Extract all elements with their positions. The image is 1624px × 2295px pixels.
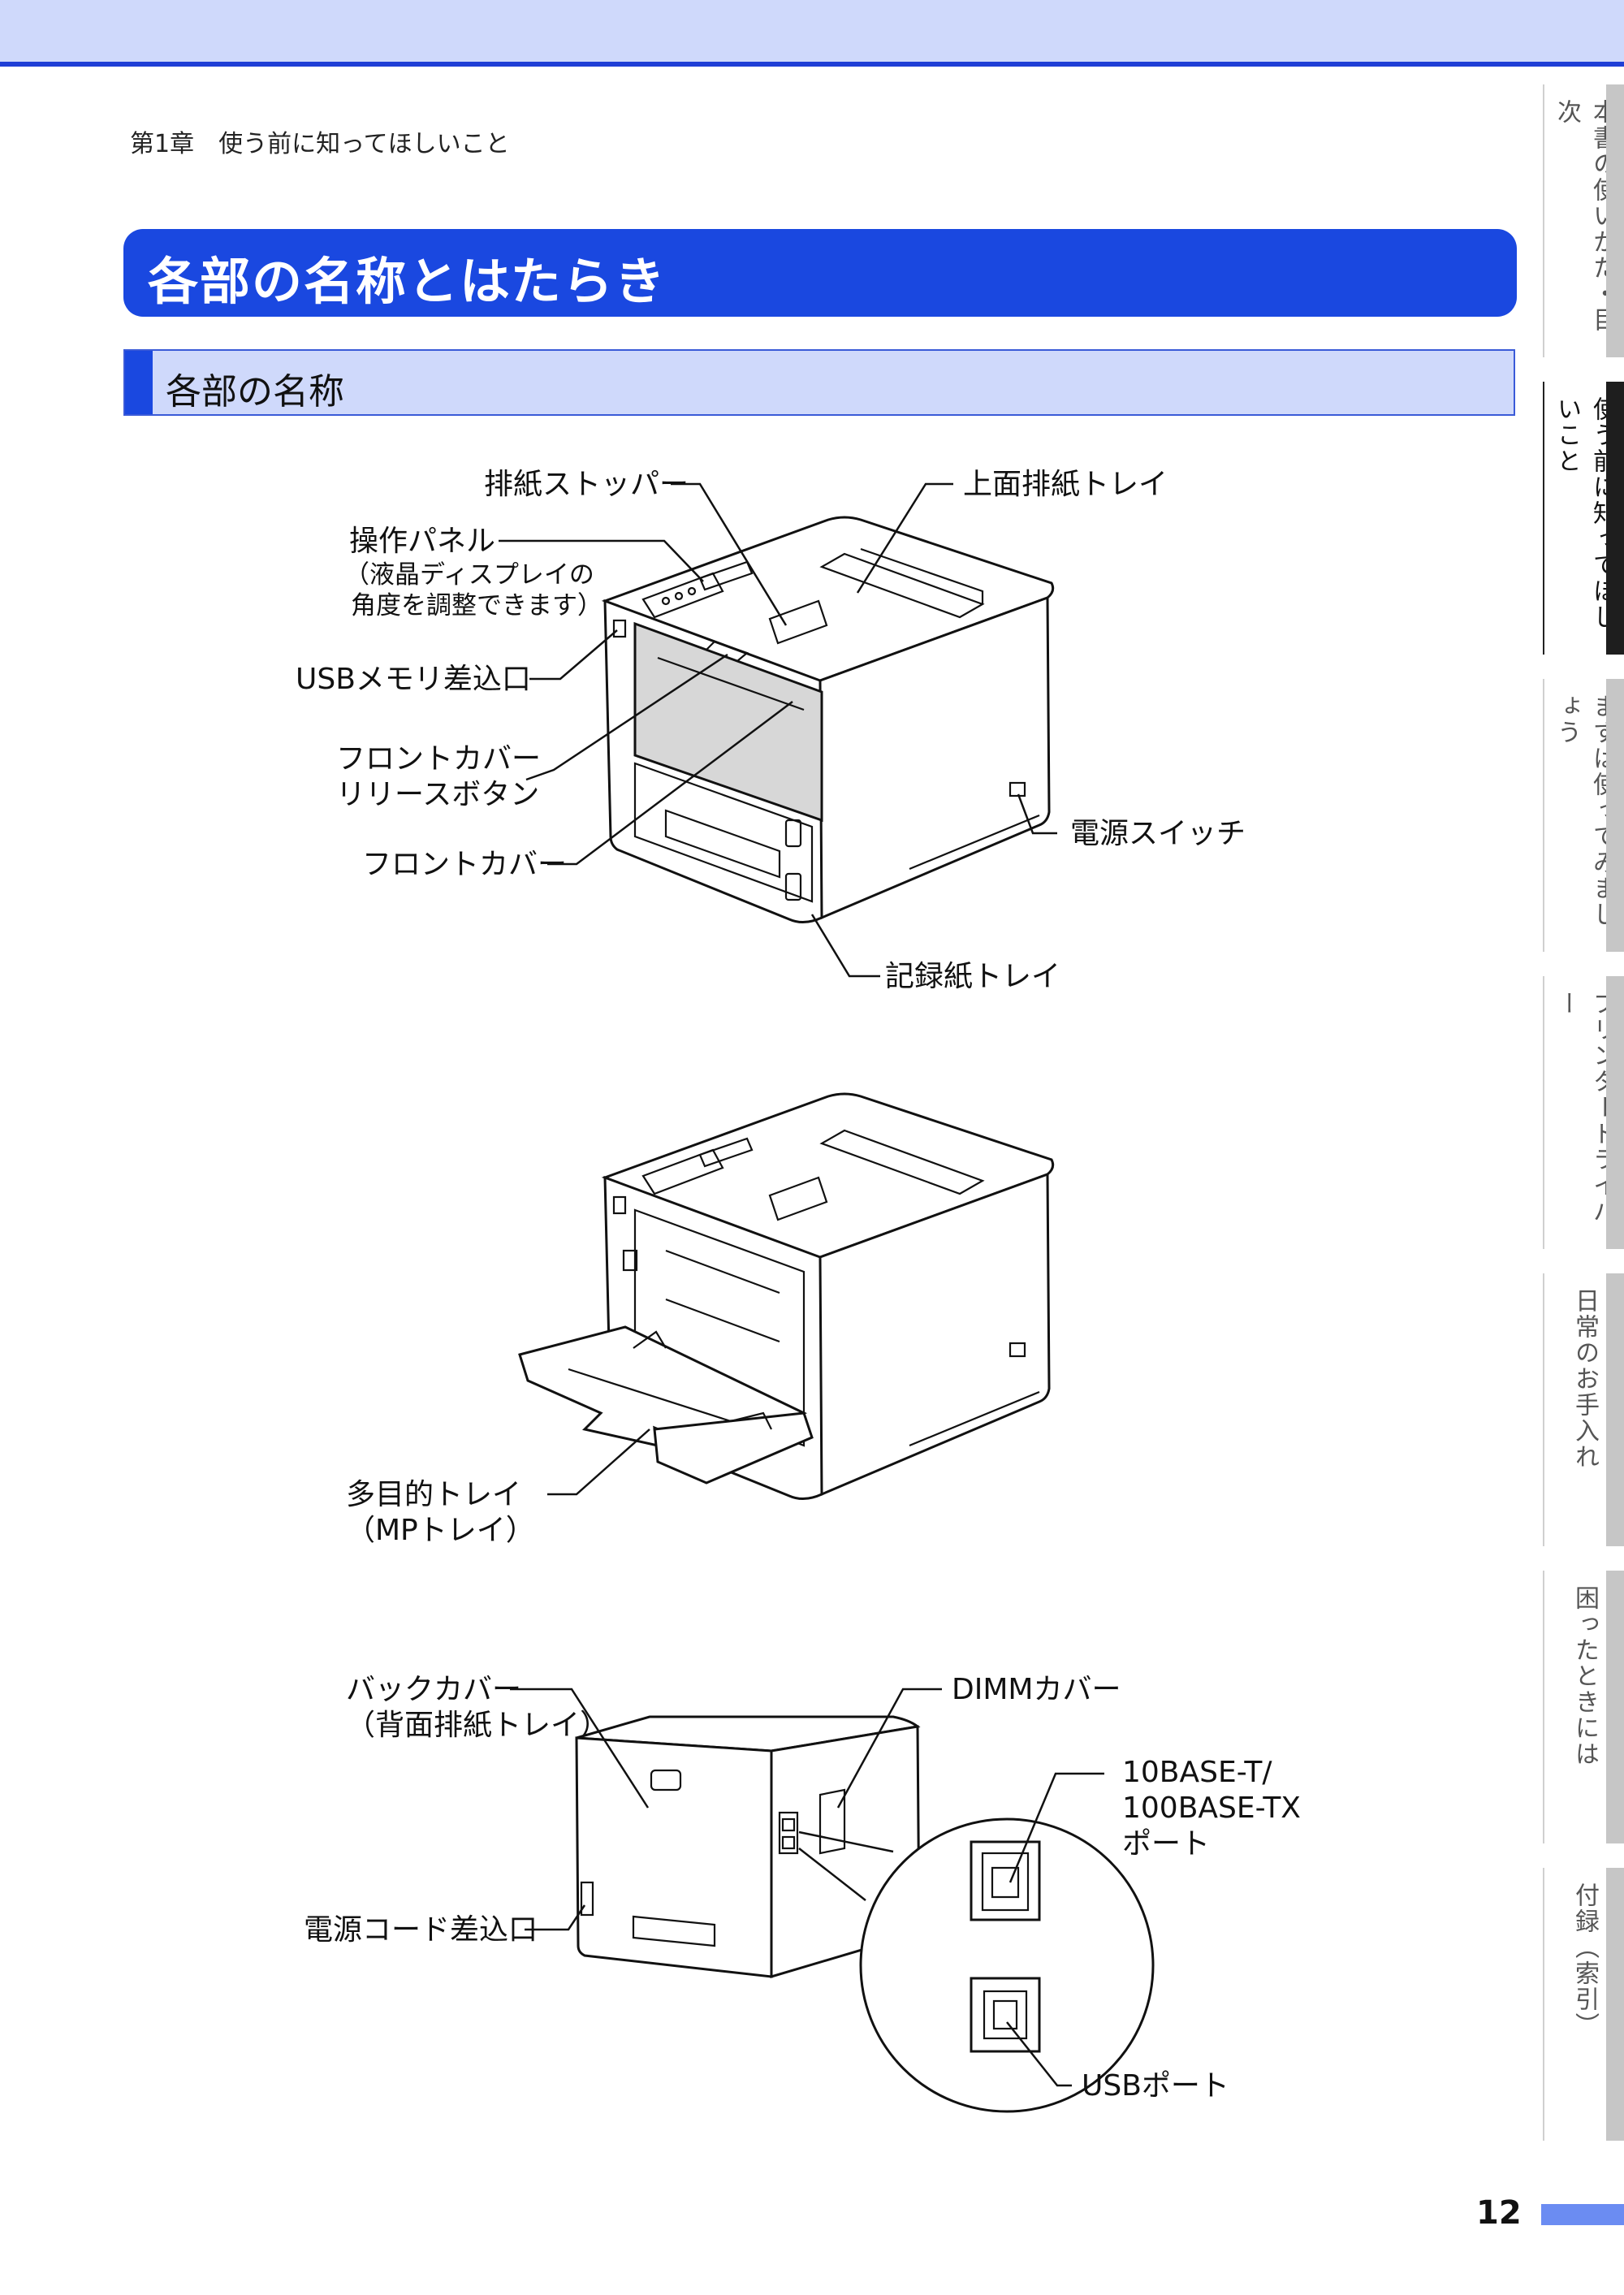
label-top-output-tray: 上面排紙トレイ: [963, 468, 1168, 501]
label-back-cover-1: バックカバー: [346, 1673, 521, 1706]
tab-grip: [1606, 1571, 1624, 1843]
tab-grip: [1606, 1868, 1624, 2141]
label-mp-tray-1: 多目的トレイ: [346, 1478, 521, 1511]
label-front-cover: フロントカバー: [362, 848, 567, 881]
section-heading-bar: [125, 351, 153, 414]
tab-grip: [1606, 976, 1624, 1249]
printer-mp-tray-view: [518, 1092, 1055, 1500]
label-usb-port: USBポート: [1082, 2069, 1229, 2103]
printer-front-view: [601, 516, 1055, 923]
label-control-panel-note2: 角度を調整できます）: [351, 591, 603, 620]
section-heading-label: 各部の名称: [166, 371, 344, 413]
label-lan-port-1: 10BASE-T/: [1122, 1756, 1272, 1789]
section-heading: 各部の名称: [123, 349, 1515, 416]
label-power-cord-socket: 電源コード差込口: [304, 1913, 538, 1947]
breadcrumb: 第1章 使う前に知ってほしいこと: [130, 130, 510, 158]
port-zoom-callout: [859, 1817, 1155, 2113]
tab-label: 日常のお手入れ: [1570, 1288, 1599, 1470]
figure3-labels: バックカバー （背面排紙トレイ） DIMMカバー 10BASE-T/ 100BA…: [304, 1673, 1301, 2103]
figure1-labels: 排紙ストッパー 上面排紙トレイ 操作パネル （液晶ディスプレイの 角度を調整でき…: [296, 468, 1246, 993]
tab-label: 困ったときには: [1570, 1585, 1599, 1767]
leader-mp-tray: [547, 1428, 650, 1496]
label-control-panel-note1: （液晶ディスプレイの: [344, 560, 594, 590]
page-title-banner: 各部の名称とはたらき: [123, 229, 1517, 317]
tab-grip: [1606, 679, 1624, 952]
label-paper-stopper: 排紙ストッパー: [484, 468, 689, 501]
page-number: 12: [1476, 2194, 1522, 2232]
figure3-leaders: [510, 1688, 1104, 2087]
page-number-bar: [1541, 2204, 1624, 2225]
tab-grip: [1606, 84, 1624, 357]
tab-getting-started[interactable]: まずは使ってみましょう: [1543, 679, 1624, 952]
tab-printer-driver[interactable]: プリンタードライバー: [1543, 976, 1624, 1249]
page-title: 各部の名称とはたらき: [148, 252, 667, 311]
tab-how-to-use[interactable]: 本書の使いかた・目次: [1543, 84, 1624, 357]
label-lan-port-2: 100BASE-TX: [1122, 1791, 1301, 1825]
label-front-cover-release-1: フロントカバー: [336, 742, 541, 776]
tab-before-use[interactable]: 使う前に知ってほしいこと: [1543, 382, 1624, 655]
printer-diagrams: 排紙ストッパー 上面排紙トレイ 操作パネル （液晶ディスプレイの 角度を調整でき…: [296, 468, 1301, 2113]
figure1-leaders: [499, 482, 1057, 978]
label-back-cover-2: （背面排紙トレイ）: [346, 1709, 609, 1742]
top-rule: [0, 62, 1624, 67]
label-usb-memory-slot: USBメモリ差込口: [296, 663, 531, 696]
tab-grip: [1606, 382, 1624, 655]
label-mp-tray-2: （MPトレイ）: [346, 1514, 535, 1547]
tab-maintenance[interactable]: 日常のお手入れ: [1543, 1273, 1624, 1546]
label-front-cover-release-2: リリースボタン: [336, 778, 539, 811]
label-lan-port-3: ポート: [1122, 1827, 1210, 1861]
tab-appendix[interactable]: 付録（索引）: [1543, 1868, 1624, 2141]
label-power-switch: 電源スイッチ: [1070, 817, 1246, 850]
tab-grip: [1606, 1273, 1624, 1546]
tab-troubleshooting[interactable]: 困ったときには: [1543, 1571, 1624, 1843]
label-dimm-cover: DIMMカバー: [952, 1673, 1121, 1706]
label-paper-tray: 記録紙トレイ: [885, 960, 1060, 993]
label-control-panel: 操作パネル: [349, 525, 495, 558]
top-band: [0, 0, 1624, 62]
tab-label: 付録（索引）: [1570, 1882, 1599, 2038]
